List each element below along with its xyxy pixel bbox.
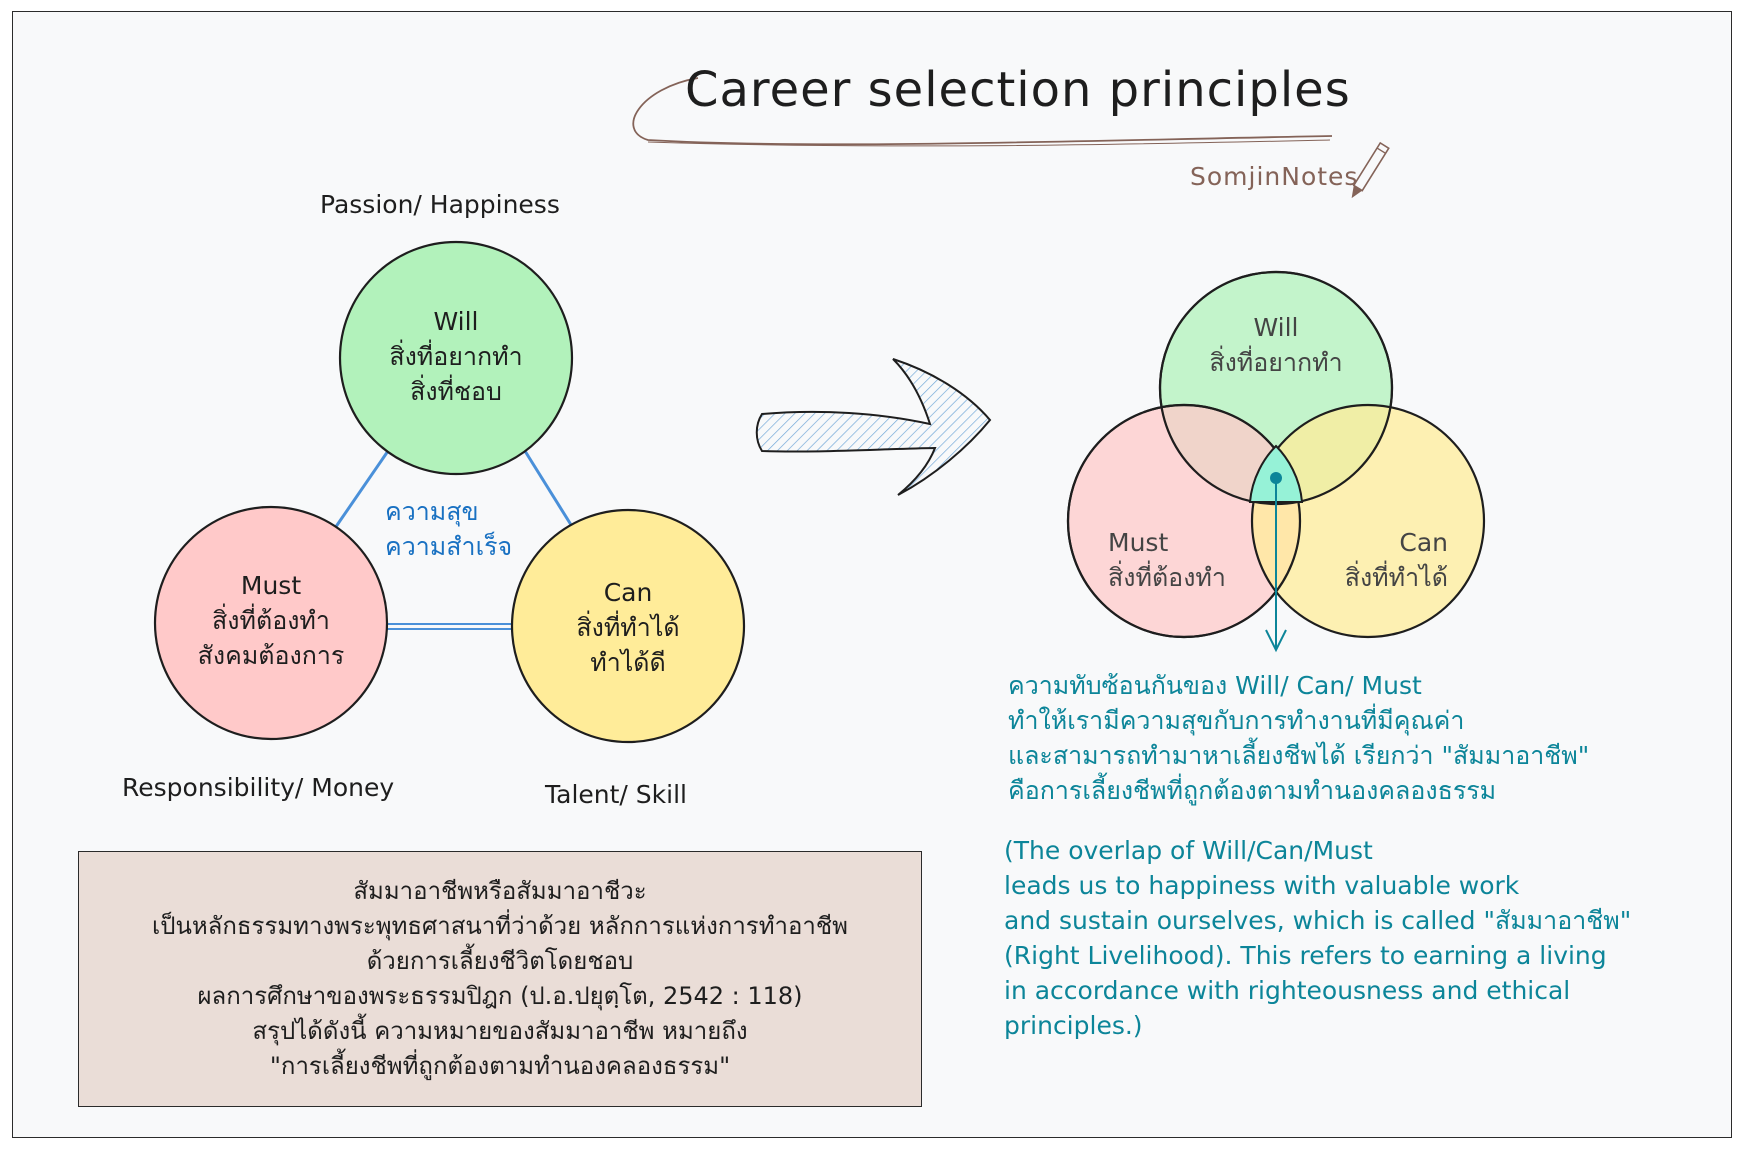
must-line1: สิ่งที่ต้องทำ [212,606,330,635]
thai-line: คือการเลี้ยงชีพที่ถูกต้องตามทำนองคลองธรร… [1008,776,1497,805]
definition-line: ด้วยการเลี้ยงชีวิตโดยชอบ [366,947,634,975]
center-label: ความสุข ความสำเร็จ [385,494,512,564]
venn-must-line1: สิ่งที่ต้องทำ [1108,563,1226,592]
english-line: in accordance with righteousness and eth… [1004,976,1571,1005]
venn-will-text: Will สิ่งที่อยากทำ [1186,310,1366,380]
venn-can-text: Can สิ่งที่ทำได้ [1330,525,1448,595]
english-explanation: (The overlap of Will/Can/Must leads us t… [1004,833,1631,1043]
definition-line: สัมมาอาชีพหรือสัมมาอาชีวะ [353,877,647,905]
venn-must-title: Must [1108,528,1169,557]
will-line2: สิ่งที่ชอบ [410,377,502,406]
must-title: Must [240,571,302,600]
overlap-pointer-arrowhead [1265,629,1287,653]
title-underline [632,77,1333,146]
thai-line: ทำให้เรามีความสุขกับการทำงานที่มีคุณค่า [1008,706,1465,735]
venn-can-line1: สิ่งที่ทำได้ [1344,563,1448,592]
english-line: leads us to happiness with valuable work [1004,871,1520,900]
definition-line: ผลการศึกษาของพระธรรมปิฎก (ป.อ.ปยุตฺโต, 2… [197,982,803,1010]
can-title: Can [603,578,653,607]
venn-can-circle [1250,403,1486,639]
can-line1: สิ่งที่ทำได้ [576,613,680,642]
pencil-icon [1351,141,1390,199]
thai-line: ความทับซ้อนกันของ Will/ Can/ Must [1008,671,1422,700]
will-title: Will [433,307,479,336]
english-line: (The overlap of Will/Can/Must [1004,836,1373,865]
venn-will-title: Will [1253,313,1299,342]
venn-will-line1: สิ่งที่อยากทำ [1209,348,1343,377]
must-circle [153,505,389,741]
english-line: (Right Livelihood). This refers to earni… [1004,941,1607,970]
connector-will-can [523,450,575,529]
thai-line: และสามารถทำมาหาเลี้ยงชีพได้ เรียกว่า "สั… [1008,741,1590,770]
will-line1: สิ่งที่อยากทำ [389,342,523,371]
can-circle [510,508,746,744]
thai-explanation: ความทับซ้อนกันของ Will/ Can/ Must ทำให้เ… [1008,668,1589,808]
english-line: principles.) [1004,1011,1143,1040]
center-line1: ความสุข [385,497,479,526]
will-circle-text: Will สิ่งที่อยากทำ สิ่งที่ชอบ [356,304,556,409]
page-title: Career selection principles [685,62,1351,118]
definition-line: เป็นหลักธรรมทางพระพุทธศาสนาที่ว่าด้วย หล… [152,912,848,940]
definition-box: สัมมาอาชีพหรือสัมมาอาชีวะ เป็นหลักธรรมทา… [78,851,922,1107]
can-circle-text: Can สิ่งที่ทำได้ ทำได้ดี [528,575,728,680]
brand-signature: SomjinNotes [1190,162,1359,191]
connector-will-must [331,450,390,532]
venn-must-text: Must สิ่งที่ต้องทำ [1108,525,1226,595]
definition-line: "การเลี้ยงชีพที่ถูกต้องตามทำนองคลองธรรม" [269,1052,731,1080]
will-circle [338,240,574,476]
label-passion-happiness: Passion/ Happiness [320,190,560,219]
label-talent-skill: Talent/ Skill [545,780,687,809]
arrow-right-icon [755,358,992,496]
label-responsibility-money: Responsibility/ Money [122,773,395,802]
must-circle-text: Must สิ่งที่ต้องทำ สังคมต้องการ [161,568,381,673]
center-line2: ความสำเร็จ [385,532,513,561]
can-line2: ทำได้ดี [590,648,666,677]
english-line: and sustain ourselves, which is called "… [1004,906,1632,935]
venn-can-title: Can [1399,528,1448,557]
definition-line: สรุปได้ดังนี้ ความหมายของสัมมาอาชีพ หมาย… [252,1017,748,1045]
must-line2: สังคมต้องการ [197,641,345,670]
